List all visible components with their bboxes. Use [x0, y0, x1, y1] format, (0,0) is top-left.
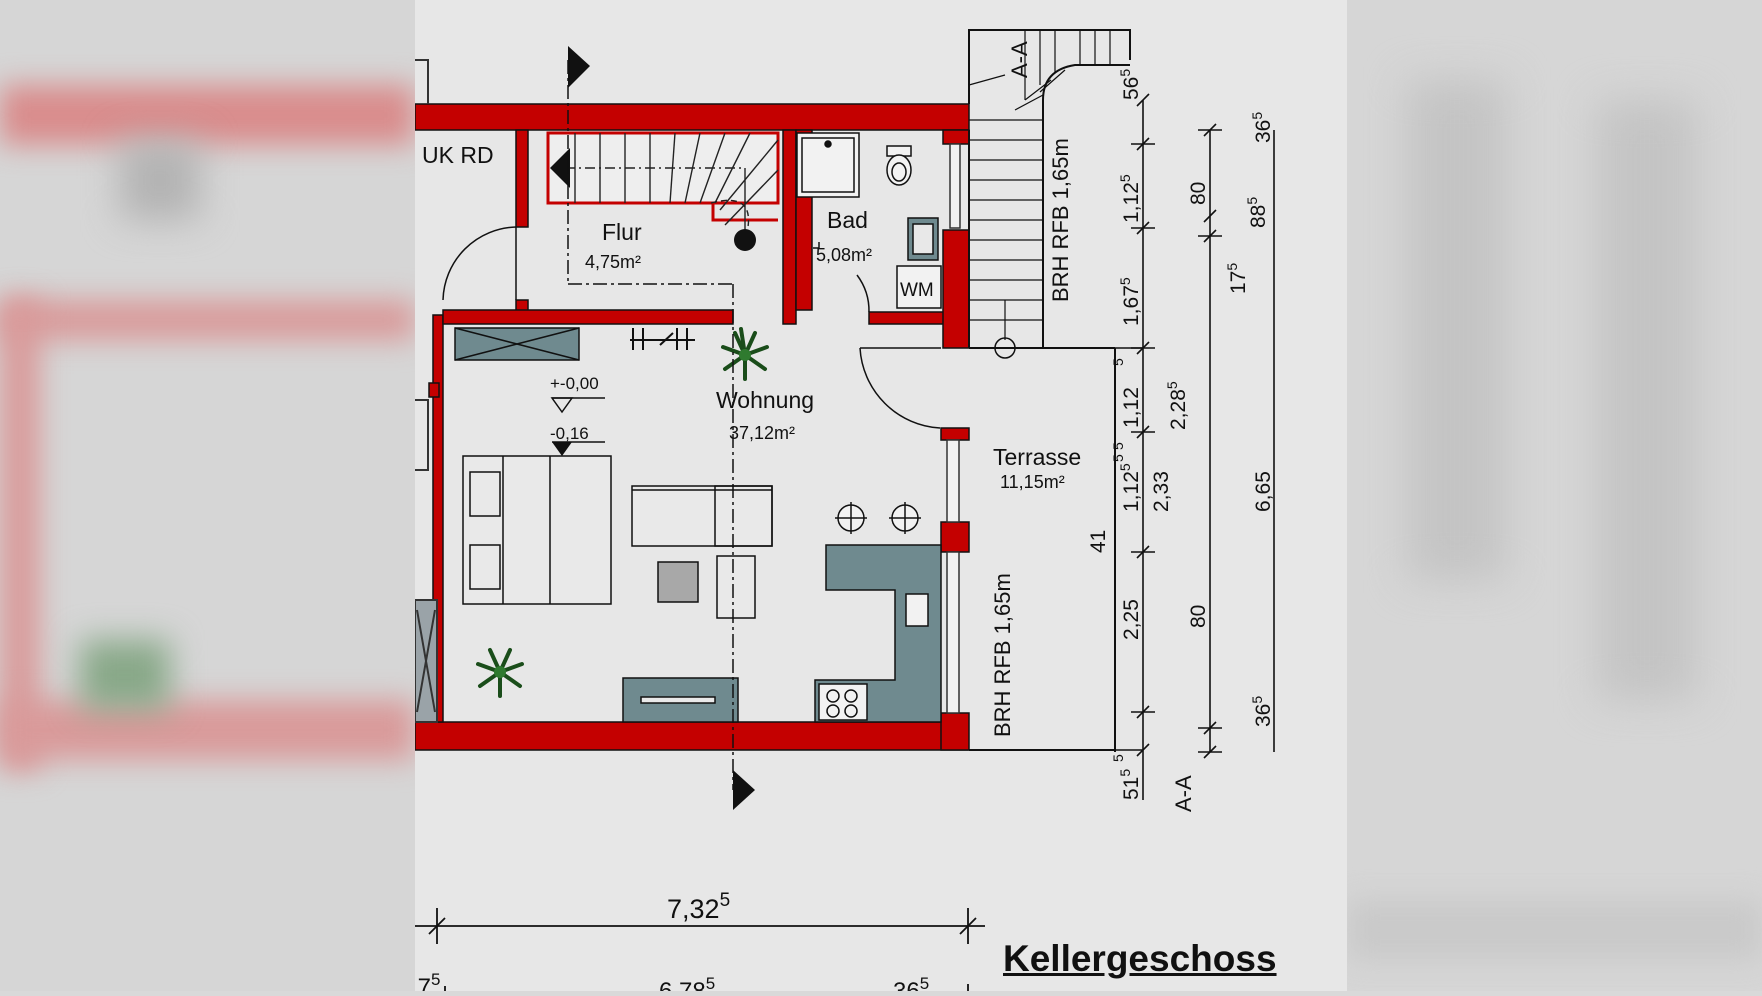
dim-mid-80b: 80 — [1187, 605, 1210, 628]
door-terrace — [859, 347, 941, 429]
kitchen-sink-icon — [905, 593, 929, 627]
living-furniture — [454, 327, 773, 723]
window-bad — [949, 143, 961, 229]
room-terrasse-area: 11,15m² — [1000, 472, 1065, 492]
stair-outside — [968, 29, 1131, 752]
window-living-upper — [946, 439, 960, 523]
side-table-icon — [716, 555, 756, 619]
floor-plan-drawing: A-A A-A +-0,00 -0,16 UK RD Flur 4,75m² B… — [411, 29, 1275, 996]
room-bad-area: 5,08m² — [816, 245, 872, 265]
dim-right-sup-5c: 5 — [1110, 754, 1126, 762]
dim-mid-228: 2,285 — [1164, 381, 1190, 430]
blurred-background-right — [1347, 0, 1762, 991]
dim-right-112a: 1,125 — [1117, 174, 1143, 223]
wall-left-stub — [428, 382, 440, 398]
dimension-lines-bottom — [415, 908, 985, 991]
section-label-bottom: A-A — [1171, 775, 1196, 812]
level-markers — [550, 397, 605, 456]
dim-mid-80a: 80 — [1187, 182, 1210, 205]
plan-sheet: A-A A-A +-0,00 -0,16 UK RD Flur 4,75m² B… — [411, 0, 1347, 996]
dim-right-225: 2,25 — [1120, 599, 1143, 640]
washing-machine-icon — [896, 265, 942, 309]
level-floor: +-0,00 — [550, 374, 599, 393]
section-arrow-top-icon — [568, 46, 590, 88]
kitchen-counter-icon — [814, 544, 942, 723]
wall-flur-bottom — [442, 309, 734, 325]
plan-title: Kellergeschoss — [1003, 938, 1277, 979]
towel-rail-icon — [630, 328, 695, 350]
dim-right-112c: 1,125 — [1117, 463, 1143, 512]
stair-flur — [546, 131, 780, 241]
dim-outer-36a: 365 — [1249, 112, 1275, 143]
section-label-top: A-A — [1007, 41, 1032, 78]
wall-corner-bottom — [940, 712, 970, 751]
dim-outer-88: 885 — [1244, 197, 1270, 228]
wall-bad-bottom — [868, 311, 946, 325]
windows — [946, 143, 961, 714]
dim-outer-665: 6,65 — [1252, 471, 1275, 512]
room-flur-name: Flur — [602, 219, 642, 245]
door-ukrd — [442, 226, 517, 301]
window-living-lower — [946, 551, 960, 714]
level-triangle-icon — [550, 397, 574, 414]
edge-fragments — [414, 59, 438, 723]
wall-top — [414, 103, 970, 131]
dim-right-112b: 1,12 — [1120, 387, 1143, 428]
dim-right-51: 515 — [1117, 769, 1143, 800]
room-bad-name: Bad — [827, 207, 868, 233]
room-wohnung-area: 37,12m² — [729, 423, 795, 443]
plant-icon — [721, 327, 769, 381]
dim-right-56: 565 — [1117, 69, 1143, 100]
stair-arrow-icon — [550, 148, 570, 188]
kitchen — [814, 502, 942, 723]
wall-bad-right — [942, 229, 970, 349]
dim-bottom-total: 7,325 — [667, 890, 730, 924]
level-lower: -0,16 — [550, 424, 589, 443]
room-ukrd-name: UK RD — [422, 142, 494, 168]
dimension-lines-right — [1115, 93, 1275, 800]
bathroom-fixtures — [796, 132, 942, 309]
sofa-icon — [631, 485, 773, 547]
section-arrow-bottom-icon — [733, 770, 755, 810]
wall-bottom — [414, 721, 969, 751]
wall-flur-bad — [782, 129, 797, 325]
window-note-lower: BRH RFB 1,65m — [990, 573, 1015, 737]
dimension-texts-right: 565 1,125 1,675 1,12 1,125 2,25 515 5 5 … — [1087, 69, 1275, 800]
stair-end-dot-icon — [734, 229, 756, 251]
dim-outer-17: 175 — [1224, 263, 1250, 294]
dim-right-sup-5d: 5 — [1110, 442, 1126, 450]
wall-bad-corner — [942, 129, 970, 145]
coffee-table-icon — [657, 561, 699, 603]
dim-mid-41: 41 — [1087, 530, 1110, 553]
plant-icon — [476, 648, 524, 698]
cooktop-icon — [818, 683, 868, 721]
dim-bottom-part-mid: 6,785 — [659, 974, 715, 991]
wall-pillar — [940, 521, 970, 553]
doors — [442, 226, 941, 429]
dim-outer-36b: 365 — [1249, 696, 1275, 727]
door-bad — [856, 274, 870, 313]
appliance-wm-label: WM — [900, 280, 934, 301]
room-flur-area: 4,75m² — [585, 252, 641, 272]
dim-right-sup-5a: 5 — [1110, 358, 1126, 366]
dim-bottom-part-right: 365 — [893, 974, 929, 991]
dimension-texts-bottom: 7,325 ,75 6,785 365 — [411, 890, 929, 996]
room-wohnung-name: Wohnung — [716, 387, 814, 413]
room-terrasse-name: Terrasse — [993, 444, 1081, 470]
dim-right-sup-5b: 5 — [1110, 454, 1126, 462]
dim-bottom-part-left: ,75 — [415, 970, 440, 991]
blurred-background-left — [0, 0, 415, 991]
wall-terrace-stub — [940, 427, 970, 441]
section-line — [567, 46, 755, 810]
window-note-upper: BRH RFB 1,65m — [1048, 138, 1073, 302]
dim-right-167: 1,675 — [1117, 277, 1143, 326]
level-triangle-filled-icon — [552, 442, 572, 456]
stair-outside-treads — [968, 30, 1111, 321]
wall-ukrd — [515, 129, 529, 228]
dim-mid-233: 2,33 — [1150, 471, 1173, 512]
